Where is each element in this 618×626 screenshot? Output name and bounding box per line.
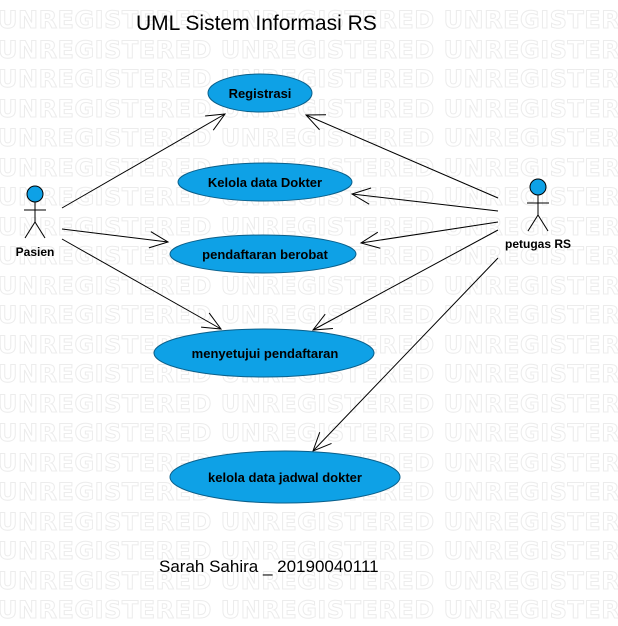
use-case-label: menyetujui pendaftaran <box>192 346 339 361</box>
use-case-kelola-data-jadwal-dokter[interactable]: kelola data jadwal dokter <box>169 450 401 504</box>
use-case-label: pendaftaran berobat <box>202 247 328 262</box>
association-lines <box>61 113 499 452</box>
diagram-title: UML Sistem Informasi RS <box>136 12 377 35</box>
use-case-kelola-data-dokter[interactable]: Kelola data Dokter <box>177 162 353 202</box>
arrowhead-icon <box>304 114 327 131</box>
author-footer: Sarah Sahira _ 20190040111 <box>159 557 379 576</box>
use-case-pendaftaran-berobat[interactable]: pendaftaran berobat <box>169 234 357 274</box>
use-case-menyetujui-pendaftaran[interactable]: menyetujui pendaftaran <box>153 328 375 378</box>
actor-head-icon <box>529 178 547 196</box>
association-pasien-to-pendaftaran <box>61 228 169 243</box>
arrowhead-icon <box>201 312 223 330</box>
arrowhead-icon <box>311 313 333 331</box>
actor-label: Pasien <box>16 245 55 259</box>
actor-head-icon <box>26 185 44 203</box>
association-petugas-to-jadwal <box>312 257 499 452</box>
use-case-label: kelola data jadwal dokter <box>208 470 362 485</box>
association-petugas-to-registrasi <box>305 114 499 199</box>
association-petugas-to-menyetujui <box>312 229 499 331</box>
arrowhead-icon <box>350 187 372 205</box>
use-case-label: Registrasi <box>229 86 292 101</box>
arrowhead-icon <box>359 231 381 249</box>
arrowhead-icon <box>205 113 227 131</box>
association-petugas-to-kelola-dokter <box>351 193 499 212</box>
actor-petugas-rs[interactable]: petugas RS <box>505 178 571 251</box>
actor-pasien[interactable]: Pasien <box>16 185 55 259</box>
use-case-registrasi[interactable]: Registrasi <box>207 73 313 113</box>
actor-label: petugas RS <box>505 237 571 251</box>
association-pasien-to-registrasi <box>61 113 226 209</box>
association-petugas-to-pendaftaran <box>360 221 499 244</box>
use-case-label: Kelola data Dokter <box>208 175 322 190</box>
association-pasien-to-menyetujui <box>61 238 222 330</box>
arrowhead-icon <box>148 231 170 249</box>
arrowhead-icon <box>312 432 332 452</box>
